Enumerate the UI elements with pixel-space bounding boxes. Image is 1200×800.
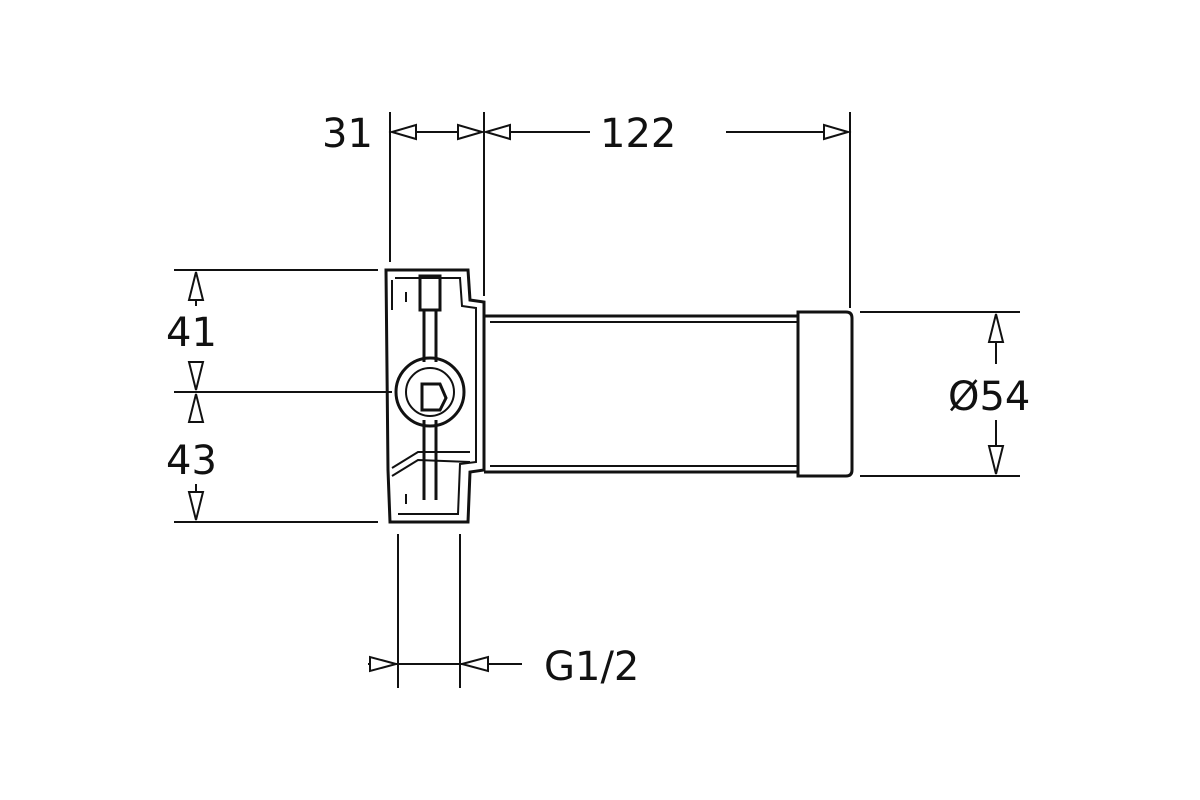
arrow-31-right xyxy=(457,123,486,141)
arrow-43-bottom xyxy=(187,491,205,521)
connector-key xyxy=(420,382,448,412)
arrow-thread-right xyxy=(458,655,489,673)
extension-lines xyxy=(174,112,1020,688)
housing-stem xyxy=(422,310,438,500)
arrow-41-top xyxy=(187,271,205,301)
dim-label-122: 122 xyxy=(600,111,676,157)
housing-upper-slot xyxy=(418,274,442,312)
arrow-122-right xyxy=(823,123,852,141)
connector-ring-inner xyxy=(405,367,455,417)
arrow-43-top xyxy=(187,393,205,423)
dim-label-31: 31 xyxy=(322,111,373,157)
arrow-54-bottom xyxy=(987,445,1005,475)
cylinder-cap xyxy=(796,310,854,478)
housing-outline xyxy=(384,268,486,524)
cylinder-body-inner xyxy=(490,321,798,467)
dim-label-diameter: Ø54 xyxy=(948,374,1030,420)
arrow-122-left xyxy=(482,123,511,141)
housing-inner-channel xyxy=(395,277,477,515)
cylinder-body xyxy=(484,314,798,474)
housing-marks xyxy=(391,280,407,504)
dim-label-43: 43 xyxy=(166,438,217,484)
valve-body xyxy=(384,268,854,524)
dim-label-thread: G1/2 xyxy=(544,644,639,690)
arrow-thread-left xyxy=(369,655,400,673)
arrow-41-bottom xyxy=(187,361,205,391)
dim-label-41: 41 xyxy=(166,310,217,356)
connector-ring xyxy=(394,356,466,428)
arrow-31-left xyxy=(388,123,417,141)
arrow-54-top xyxy=(987,313,1005,343)
housing-lower-step xyxy=(391,451,471,477)
dimension-lines xyxy=(187,123,1005,673)
